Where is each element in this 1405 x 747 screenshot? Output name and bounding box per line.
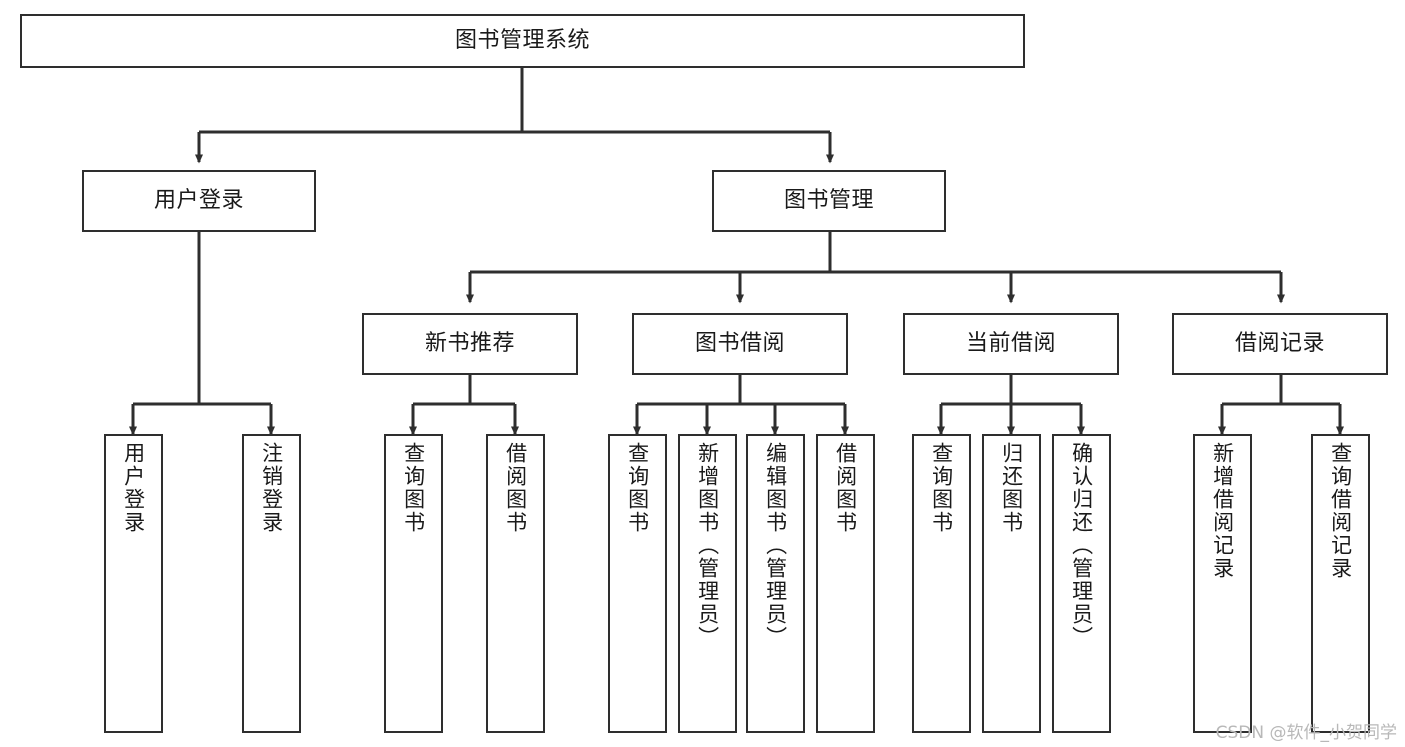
leaf-borrow-record-1-label: 新增借阅记录 — [1210, 442, 1235, 580]
leaf-borrow-record-2[interactable]: 查询借阅记录 — [1311, 434, 1370, 733]
leaf-new-book-1[interactable]: 查询图书 — [384, 434, 443, 733]
leaf-user-login-2-label: 注销登录 — [259, 442, 284, 534]
leaf-book-borrow-3-label: 编辑图书（管理员） — [763, 442, 788, 649]
leaf-book-borrow-4[interactable]: 借阅图书 — [816, 434, 875, 733]
leaf-new-book-2[interactable]: 借阅图书 — [486, 434, 545, 733]
node-book-management[interactable]: 图书管理 — [712, 170, 946, 232]
leaf-book-borrow-4-label: 借阅图书 — [833, 442, 858, 534]
leaf-borrow-record-2-label: 查询借阅记录 — [1328, 442, 1353, 580]
leaf-user-login-1-label: 用户登录 — [121, 442, 146, 534]
leaf-borrow-record-1[interactable]: 新增借阅记录 — [1193, 434, 1252, 733]
node-new-book-recommend-label: 新书推荐 — [424, 331, 515, 357]
leaf-current-borrow-3[interactable]: 确认归还（管理员） — [1052, 434, 1111, 733]
leaf-book-borrow-1-label: 查询图书 — [625, 442, 650, 534]
leaf-user-login-2[interactable]: 注销登录 — [242, 434, 301, 733]
leaf-current-borrow-3-label: 确认归还（管理员） — [1069, 442, 1094, 649]
node-root-label: 图书管理系统 — [454, 28, 590, 54]
node-borrow-record-label: 借阅记录 — [1234, 331, 1325, 357]
node-current-borrow[interactable]: 当前借阅 — [903, 313, 1119, 375]
leaf-user-login-1[interactable]: 用户登录 — [104, 434, 163, 733]
leaf-current-borrow-1[interactable]: 查询图书 — [912, 434, 971, 733]
leaf-new-book-1-label: 查询图书 — [401, 442, 426, 534]
node-borrow-record[interactable]: 借阅记录 — [1172, 313, 1388, 375]
leaf-new-book-2-label: 借阅图书 — [503, 442, 528, 534]
leaf-current-borrow-2-label: 归还图书 — [999, 442, 1024, 534]
watermark-text: CSDN @软件_小贺同学 — [1215, 723, 1397, 743]
node-root[interactable]: 图书管理系统 — [20, 14, 1025, 68]
leaf-current-borrow-1-label: 查询图书 — [929, 442, 954, 534]
node-user-login[interactable]: 用户登录 — [82, 170, 316, 232]
node-book-management-label: 图书管理 — [783, 188, 874, 214]
node-new-book-recommend[interactable]: 新书推荐 — [362, 313, 578, 375]
node-user-login-label: 用户登录 — [153, 188, 244, 214]
leaf-book-borrow-2[interactable]: 新增图书（管理员） — [678, 434, 737, 733]
leaf-book-borrow-3[interactable]: 编辑图书（管理员） — [746, 434, 805, 733]
node-book-borrow[interactable]: 图书借阅 — [632, 313, 848, 375]
node-book-borrow-label: 图书借阅 — [694, 331, 785, 357]
leaf-book-borrow-2-label: 新增图书（管理员） — [695, 442, 720, 649]
leaf-current-borrow-2[interactable]: 归还图书 — [982, 434, 1041, 733]
leaf-book-borrow-1[interactable]: 查询图书 — [608, 434, 667, 733]
node-current-borrow-label: 当前借阅 — [965, 331, 1056, 357]
